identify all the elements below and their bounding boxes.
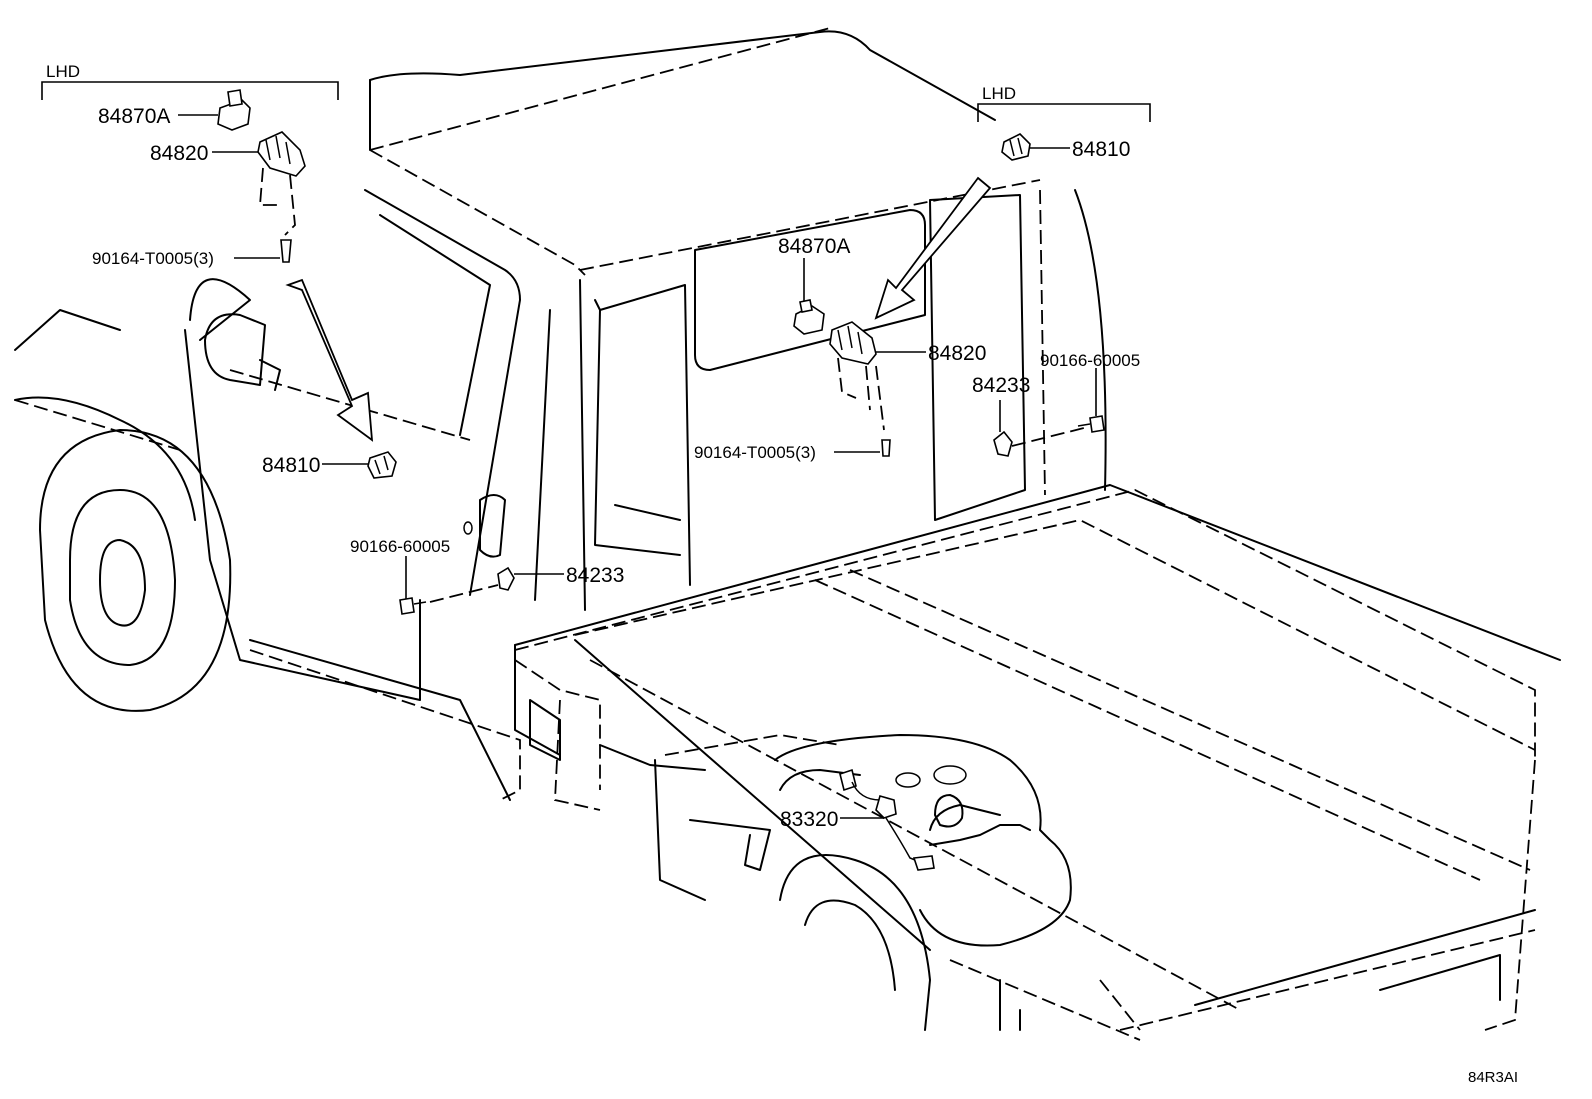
- left-90164-label: 90164-T0005(3): [92, 249, 214, 268]
- right-lhd-bracket: LHD: [977, 84, 1151, 122]
- truck-illustration: [14, 27, 1561, 1041]
- left-84233-part: 84233: [497, 564, 624, 591]
- left-90166-leader: 90166-60005: [350, 537, 499, 615]
- left-lhd-bracket: LHD: [41, 62, 339, 100]
- left-84810-label: 84810: [262, 454, 320, 477]
- left-84820-part: 84820: [150, 131, 306, 263]
- right-84810-label: 84810: [1072, 138, 1130, 161]
- left-84870A-part: 84870A: [98, 89, 251, 131]
- right-lhd-label: LHD: [982, 84, 1016, 103]
- left-84870A-label: 84870A: [98, 105, 170, 128]
- left-84820-label: 84820: [150, 142, 208, 165]
- right-90166-label: 90166-60005: [1040, 351, 1140, 370]
- right-84870A-part: 84870A: [778, 235, 850, 335]
- right-84233-part: 84233: [972, 374, 1085, 457]
- right-84870A-label: 84870A: [778, 235, 850, 258]
- left-location-arrow: [285, 278, 374, 442]
- center-83320-label: 83320: [780, 808, 838, 831]
- center-83320-part: 83320: [780, 768, 935, 871]
- right-84810-part: 84810: [1001, 133, 1130, 161]
- right-84820-part: 84820: [829, 321, 986, 457]
- right-90164-leader: 90164-T0005(3): [694, 443, 880, 462]
- right-84820-label: 84820: [928, 342, 986, 365]
- right-84233-label: 84233: [972, 374, 1030, 397]
- left-84233-label: 84233: [566, 564, 624, 587]
- left-90164-leader: 90164-T0005(3): [92, 249, 280, 268]
- left-lhd-label: LHD: [46, 62, 80, 81]
- right-90164-label: 90164-T0005(3): [694, 443, 816, 462]
- left-84810-part: 84810: [262, 451, 397, 479]
- diagram-code: 84R3AI: [1468, 1069, 1518, 1086]
- right-90166-part: 90166-60005: [1040, 351, 1140, 433]
- left-90166-label: 90166-60005: [350, 537, 450, 556]
- right-location-arrow: [874, 176, 992, 320]
